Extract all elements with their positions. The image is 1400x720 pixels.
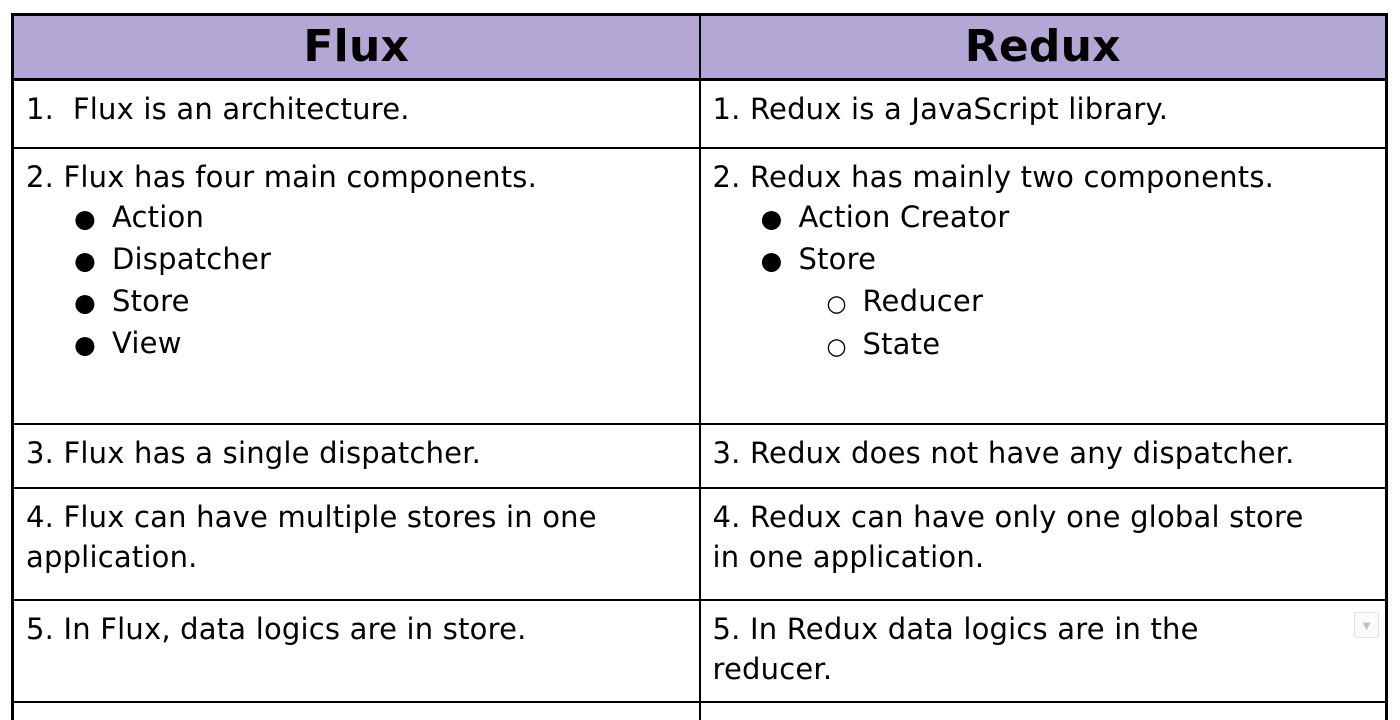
- cell-text: 2. Redux has mainly two components.: [712, 160, 1275, 194]
- list-item: ● Store: [26, 281, 687, 323]
- list-item: ● Store: [713, 239, 1374, 281]
- list-item-label: State: [862, 327, 941, 361]
- filled-bullet-icon: ●: [760, 246, 783, 275]
- filled-bullet-icon: ●: [74, 246, 97, 275]
- table-row-clipped: [11, 701, 1388, 720]
- cell-text: 3. Redux does not have any dispatcher.: [712, 436, 1295, 470]
- cell-text: 4. Redux can have only one global store …: [712, 500, 1304, 574]
- table-row: 3. Flux has a single dispatcher. 3. Redu…: [11, 423, 1388, 489]
- filled-bullet-icon: ●: [760, 204, 783, 233]
- list-item-label: Action Creator: [798, 200, 1010, 234]
- list-item: ● Dispatcher: [26, 239, 687, 281]
- cell-text: 5. In Redux data logics are in the reduc…: [712, 612, 1199, 686]
- flux-redux-comparison-table: Flux Redux 1. Flux is an architecture. 1…: [11, 13, 1388, 720]
- cell-flux-6: [11, 701, 701, 720]
- cell-redux-2: 2. Redux has mainly two components. ● Act…: [698, 147, 1388, 425]
- cell-flux-1: 1. Flux is an architecture.: [11, 78, 701, 149]
- cell-text: 5. In Flux, data logics are in store.: [26, 612, 527, 646]
- cell-flux-2: 2. Flux has four main components. ● Actio…: [11, 147, 701, 425]
- list-item: ● Action: [26, 197, 687, 239]
- list-item: ● View: [26, 323, 687, 365]
- list-item: ○ State: [713, 324, 1374, 367]
- cell-flux-3: 3. Flux has a single dispatcher.: [11, 423, 701, 489]
- filled-bullet-icon: ●: [74, 288, 97, 317]
- column-header-flux-label: Flux: [303, 21, 410, 72]
- list-item-label: Store: [112, 284, 190, 318]
- list-item-label: Reducer: [862, 284, 984, 318]
- cell-text: 2. Flux has four main components.: [26, 160, 537, 194]
- list-item-label: Dispatcher: [112, 242, 272, 276]
- column-header-flux: Flux: [11, 13, 701, 81]
- cell-text: 4. Flux can have multiple stores in one …: [26, 500, 597, 574]
- cell-redux-6: [698, 701, 1388, 720]
- list-item: ● Action Creator: [713, 197, 1374, 239]
- scroll-down-button[interactable]: ▼: [1354, 612, 1379, 638]
- cell-redux-3: 3. Redux does not have any dispatcher.: [698, 423, 1388, 489]
- list-item-label: View: [112, 326, 182, 360]
- chevron-down-icon: ▼: [1360, 617, 1373, 633]
- header-row: Flux Redux: [11, 13, 1388, 81]
- cell-redux-4: 4. Redux can have only one global store …: [698, 487, 1388, 601]
- cell-flux-4: 4. Flux can have multiple stores in one …: [11, 487, 701, 601]
- cell-text: 1. Redux is a JavaScript library.: [712, 92, 1169, 126]
- open-bullet-icon: ○: [826, 291, 847, 317]
- column-header-redux: Redux: [698, 13, 1388, 81]
- cell-text: 1. Flux is an architecture.: [26, 92, 410, 126]
- cell-redux-5: 5. In Redux data logics are in the reduc…: [698, 599, 1388, 703]
- table-row: 1. Flux is an architecture. 1. Redux is …: [11, 78, 1388, 149]
- list-item-label: Action: [112, 200, 205, 234]
- filled-bullet-icon: ●: [74, 204, 97, 233]
- cell-text: 3. Flux has a single dispatcher.: [26, 436, 482, 470]
- open-bullet-icon: ○: [826, 334, 847, 360]
- cell-flux-5: 5. In Flux, data logics are in store.: [11, 599, 701, 703]
- table-row: 4. Flux can have multiple stores in one …: [11, 487, 1388, 601]
- table-row: 5. In Flux, data logics are in store. 5.…: [11, 599, 1388, 703]
- list-item: ○ Reducer: [713, 281, 1374, 324]
- table-row: 2. Flux has four main components. ● Actio…: [11, 147, 1388, 425]
- cell-redux-1: 1. Redux is a JavaScript library.: [698, 78, 1388, 149]
- list-item-label: Store: [798, 242, 877, 276]
- filled-bullet-icon: ●: [74, 330, 97, 359]
- column-header-redux-label: Redux: [964, 21, 1121, 72]
